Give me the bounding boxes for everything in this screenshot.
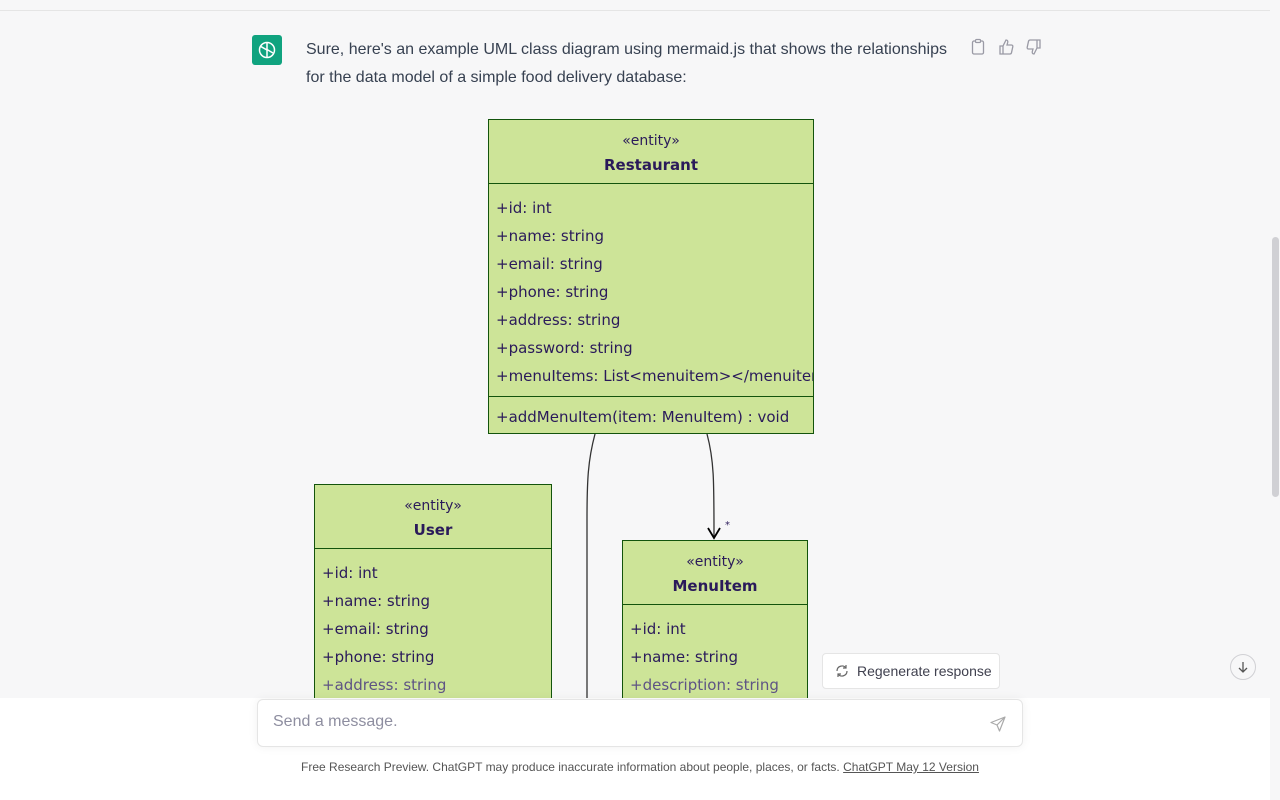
attribute: +email: string — [322, 620, 429, 638]
class-user: «entity» User +id: int +name: string +ema… — [314, 484, 552, 698]
restaurant-menuitem-link — [706, 433, 715, 537]
send-icon[interactable] — [990, 716, 1006, 732]
arrow-down-icon — [1238, 662, 1248, 673]
class-name: Restaurant — [604, 156, 698, 174]
clipboard-icon[interactable] — [970, 38, 986, 56]
multiplicity-label: * — [725, 520, 730, 531]
regenerate-response-button[interactable]: Regenerate response — [822, 653, 1000, 689]
top-divider — [0, 10, 1270, 11]
attribute: +address: string — [322, 676, 447, 694]
class-name: User — [413, 521, 453, 539]
class-menuitem: «entity»MenuItem +id: int +name: string … — [622, 540, 808, 698]
attribute: +phone: string — [322, 648, 435, 666]
attribute: +name: string — [630, 648, 738, 666]
stereotype: «entity» — [686, 554, 744, 570]
attribute: +id: int — [630, 620, 686, 638]
openai-logo-icon — [258, 41, 276, 59]
scrollbar-thumb[interactable] — [1272, 237, 1279, 497]
footer: Free Research Preview. ChatGPT may produ… — [0, 760, 1280, 774]
assistant-message: Sure, here's an example UML class diagra… — [306, 41, 947, 86]
thumbs-down-icon[interactable] — [1026, 38, 1042, 56]
attribute: +name: string — [322, 592, 430, 610]
attribute: +name: string — [496, 227, 604, 245]
version-link[interactable]: ChatGPT May 12 Version — [843, 760, 979, 774]
stereotype: «entity» — [622, 133, 680, 149]
regenerate-label: Regenerate response — [857, 663, 992, 679]
class-restaurant: «entity» Restaurant +id: int +name: strin… — [488, 119, 814, 434]
attribute: +id: int — [322, 564, 378, 582]
class-name: MenuItem — [672, 577, 758, 595]
footer-text: Free Research Preview. ChatGPT may produ… — [301, 760, 844, 774]
chatgpt-avatar — [252, 35, 282, 65]
message-input[interactable] — [273, 713, 973, 731]
attribute: +id: int — [496, 199, 552, 217]
stereotype: «entity» — [404, 498, 462, 514]
message-composer — [257, 699, 1023, 747]
arrow-head — [707, 527, 721, 540]
thumbs-up-icon[interactable] — [998, 38, 1014, 56]
refresh-icon — [836, 665, 848, 677]
attribute: +email: string — [496, 255, 603, 273]
attribute: +address: string — [496, 311, 621, 329]
attribute: +phone: string — [496, 283, 609, 301]
method: +addMenuItem(item: MenuItem) : void — [489, 396, 813, 431]
scroll-to-bottom-button[interactable] — [1230, 654, 1256, 680]
restaurant-user-link — [586, 433, 596, 698]
attribute: +menuItems: List<menuitem></menuitem> — [496, 367, 814, 385]
attribute: +description: string — [630, 676, 779, 694]
attribute: +password: string — [496, 339, 633, 357]
